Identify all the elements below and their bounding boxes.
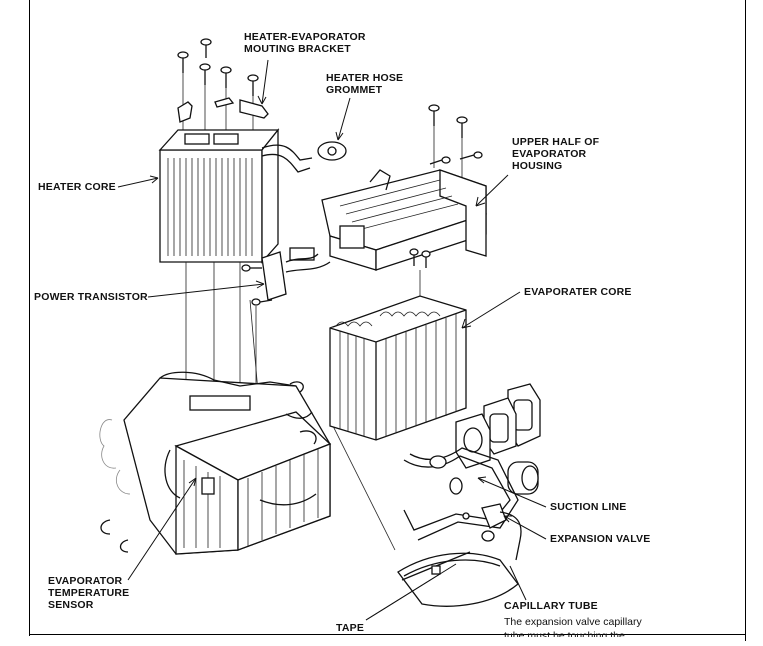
- note-line-1: The expansion valve capillary: [504, 616, 642, 628]
- leader-lines: [117, 59, 547, 621]
- heater-core: [158, 128, 347, 264]
- seal-gaskets: [455, 383, 541, 495]
- label-heater-evaporator-bracket: HEATER-EVAPORATOR MOUTING BRACKET: [244, 31, 366, 55]
- screw-group-housing: [428, 104, 483, 180]
- frame-bottom-border: [30, 634, 746, 635]
- label-tape: TAPE: [336, 622, 365, 634]
- evaporater-core: [329, 295, 467, 441]
- label-evaporator-temperature-sensor: EVAPORATOR TEMPERATURE SENSOR: [48, 575, 130, 611]
- label-capillary-tube: CAPILLARY TUBE: [504, 600, 598, 612]
- capillary-tape: [397, 551, 519, 607]
- label-suction-line: SUCTION LINE: [550, 501, 627, 513]
- label-power-transistor: POWER TRANSISTOR: [34, 291, 148, 303]
- note-line-2: tube must be touching the: [504, 630, 625, 637]
- suction-line: [403, 447, 519, 541]
- label-expansion-valve: EXPANSION VALVE: [550, 533, 651, 545]
- screw-group-bracket: [177, 38, 259, 96]
- label-upper-half-housing: UPPER HALF OF EVAPORATOR HOUSING: [512, 136, 600, 172]
- label-heater-hose-grommet: HEATER HOSE GROMMET: [326, 72, 404, 96]
- mounting-bracket: [177, 97, 269, 123]
- upper-evaporator-housing: [321, 169, 487, 271]
- expansion-valve: [462, 503, 522, 561]
- label-evaporater-core: EVAPORATER CORE: [524, 286, 632, 298]
- power-transistor: [241, 247, 431, 306]
- lower-heater-housing: [99, 371, 332, 555]
- frame-left-border: [29, 0, 30, 636]
- label-heater-core: HEATER CORE: [38, 181, 116, 193]
- guide-lines-lower: [185, 262, 421, 551]
- frame-right-border: [745, 0, 746, 641]
